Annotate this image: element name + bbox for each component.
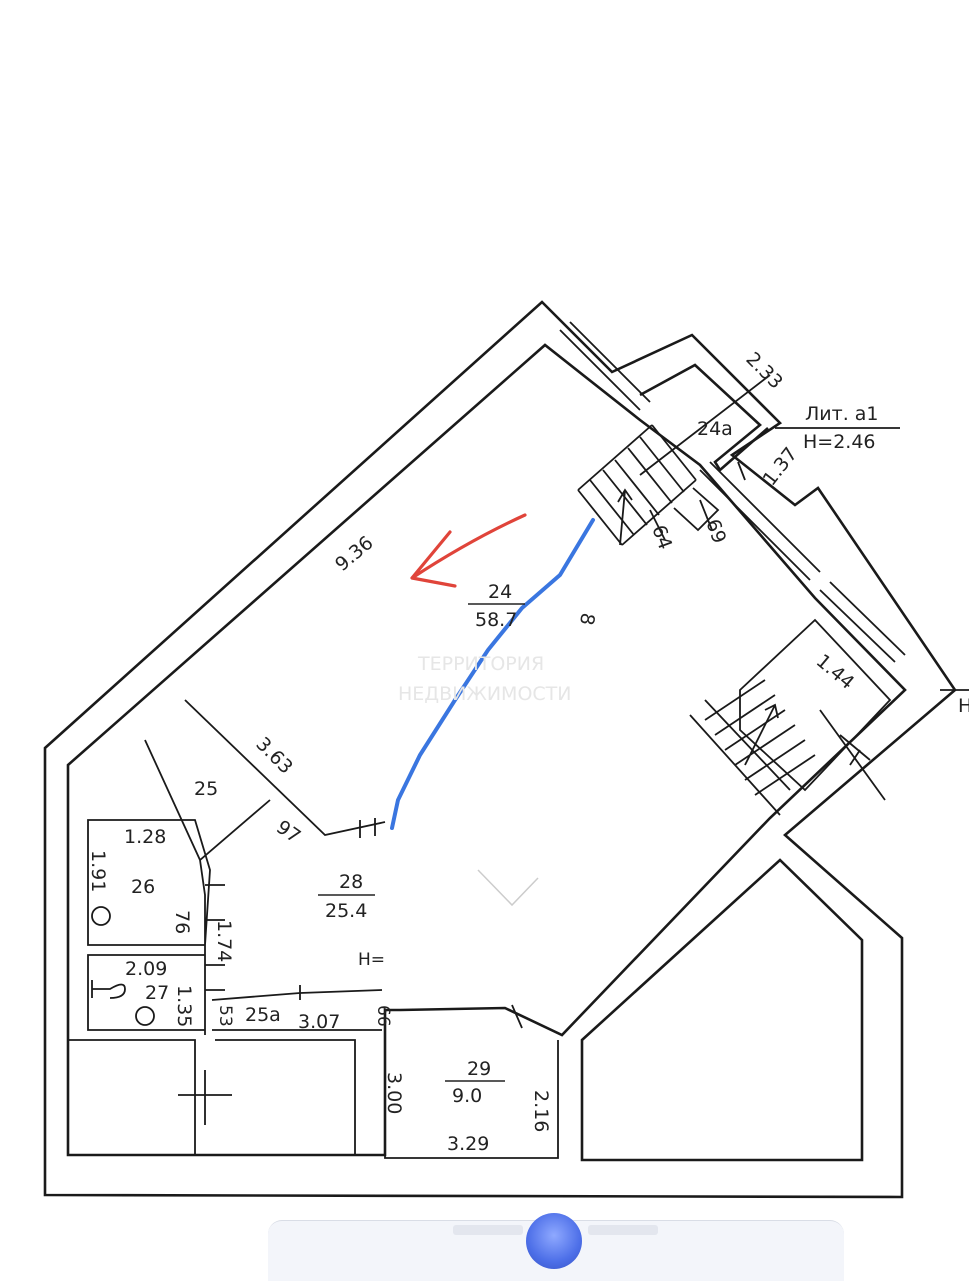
- stairs-top: [577, 424, 720, 546]
- outer-wall: [43, 300, 957, 1199]
- room-24-number: 24: [488, 581, 512, 603]
- room-28-area: 25.4: [325, 900, 367, 922]
- room-27-number: 27: [145, 982, 169, 1004]
- watermark-line-2: НЕДВИЖИМОСТИ: [398, 683, 572, 705]
- fixture-27-sink: [135, 1006, 155, 1026]
- height-partial-label: H=: [358, 950, 385, 970]
- dim-1-74: 1.74: [213, 920, 235, 962]
- dim-3-07: 3.07: [298, 1011, 340, 1033]
- room-26-number: 26: [131, 876, 155, 898]
- dim-3-29: 3.29: [447, 1133, 489, 1155]
- height-label: H=2.46: [803, 431, 876, 453]
- nav-button-right[interactable]: [588, 1225, 658, 1235]
- dim-69: 69: [701, 516, 730, 546]
- right-block-wall: [580, 858, 864, 1162]
- dim-1-35: 1.35: [173, 985, 195, 1027]
- red-arrow: [410, 513, 527, 588]
- edge-char: Н: [958, 695, 969, 717]
- room-28-number: 28: [339, 871, 363, 893]
- nav-button-left[interactable]: [453, 1225, 523, 1235]
- dim-97: 97: [272, 816, 304, 848]
- dim-2-33: 2.33: [741, 348, 786, 393]
- faint-mark: [477, 869, 539, 907]
- bottom-navigation-bar: [268, 1213, 844, 1281]
- fixture-26: [91, 906, 111, 926]
- dim-53: 53: [215, 1005, 235, 1027]
- window-rails: [559, 321, 906, 663]
- dim-1-44: 1.44: [812, 650, 859, 694]
- dim-1-91: 1.91: [87, 850, 109, 892]
- dim-2-16: 2.16: [530, 1090, 552, 1132]
- stair-arrow-right: [744, 703, 779, 766]
- toilet-icon: [91, 980, 126, 999]
- room-25a-number: 25a: [245, 1004, 281, 1026]
- dim-8: 8: [575, 611, 599, 627]
- leader-lines: [639, 374, 969, 691]
- blue-line: [390, 518, 595, 830]
- dim-2-09: 2.09: [125, 958, 167, 980]
- inner-wall: [66, 343, 907, 1157]
- dim-66: 66: [373, 1005, 393, 1027]
- tick-marks: [178, 709, 886, 1125]
- room-25-number: 25: [194, 778, 218, 800]
- annex-wall: [639, 363, 769, 472]
- stair-arrow-top: [617, 488, 633, 546]
- room-24-area: 58.7: [475, 609, 517, 631]
- dim-1-28: 1.28: [124, 826, 166, 848]
- dim-3-00: 3.00: [383, 1072, 405, 1114]
- room-29-number: 29: [467, 1058, 491, 1080]
- lit-label: Лит. а1: [805, 403, 879, 425]
- dim-64: 64: [647, 522, 676, 552]
- stairs-right: [704, 679, 816, 796]
- dim-1-37: 1.37: [759, 443, 802, 490]
- dim-76: 76: [171, 910, 193, 934]
- dim-9-36: 9.36: [331, 532, 378, 576]
- room-29-area: 9.0: [452, 1085, 482, 1107]
- room-24a-number: 24a: [697, 418, 733, 440]
- home-button[interactable]: [526, 1213, 582, 1269]
- watermark-line-1: ТЕРРИТОРИЯ: [417, 653, 544, 675]
